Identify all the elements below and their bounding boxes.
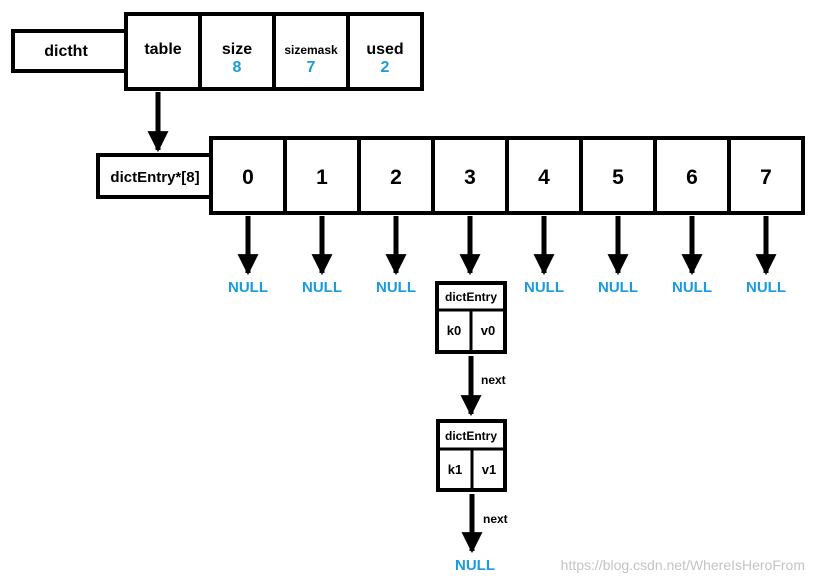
bucket-3-box	[431, 136, 509, 215]
bucket-7-box	[727, 136, 805, 215]
bucket-0-index: 0	[242, 166, 254, 189]
entry-chain: dictEntry k0 v0 next dictEntry k1 v1 nex…	[435, 281, 508, 574]
bucket-6-index: 6	[686, 166, 698, 189]
entry-0-title: dictEntry	[445, 290, 497, 304]
field-table-label: table	[144, 41, 181, 58]
bucket-5-index: 5	[612, 166, 624, 189]
bucket-7-null: NULL	[746, 279, 786, 296]
bucket-1-box	[283, 136, 361, 215]
field-size-label: size	[222, 41, 252, 58]
field-used-value: 2	[381, 59, 390, 76]
bucket-6-null: NULL	[672, 279, 712, 296]
field-sizemask-value: 7	[307, 59, 316, 76]
entry-0-val: v0	[481, 323, 495, 338]
entry-1-val: v1	[482, 462, 496, 477]
entry-1-title: dictEntry	[445, 429, 497, 443]
field-sizemask-label: sizemask	[284, 43, 338, 57]
chain-end-null: NULL	[455, 557, 495, 574]
field-used-box	[346, 12, 424, 91]
bucket-0-null: NULL	[228, 279, 268, 296]
dictht-label: dictht	[44, 43, 88, 60]
field-table-box	[124, 12, 202, 91]
bucket-4-null: NULL	[524, 279, 564, 296]
bucket-2-index: 2	[390, 166, 402, 189]
bucket-3-index: 3	[464, 166, 476, 189]
bucket-2-null: NULL	[376, 279, 416, 296]
array-label: dictEntry*[8]	[110, 169, 199, 186]
bucket-1-index: 1	[316, 166, 328, 189]
entry-0-next-label: next	[481, 373, 506, 387]
bucket-7-index: 7	[760, 166, 772, 189]
watermark: https://blog.csdn.net/WhereIsHeroFrom	[561, 557, 805, 573]
entry-1-next-label: next	[483, 512, 508, 526]
dictht-struct: dictht table size 8 sizemask 7 used 2	[11, 12, 424, 91]
entry-1-key: k1	[448, 462, 462, 477]
bucket-4-box	[505, 136, 583, 215]
field-size-box	[198, 12, 276, 91]
field-used-label: used	[366, 41, 403, 58]
bucket-5-null: NULL	[598, 279, 638, 296]
bucket-5-box	[579, 136, 657, 215]
bucket-1-null: NULL	[302, 279, 342, 296]
entry-0-key: k0	[447, 323, 461, 338]
dictht-label-box	[11, 29, 128, 73]
bucket-6-box	[653, 136, 731, 215]
bucket-4-index: 4	[538, 166, 550, 189]
field-size-value: 8	[233, 59, 242, 76]
